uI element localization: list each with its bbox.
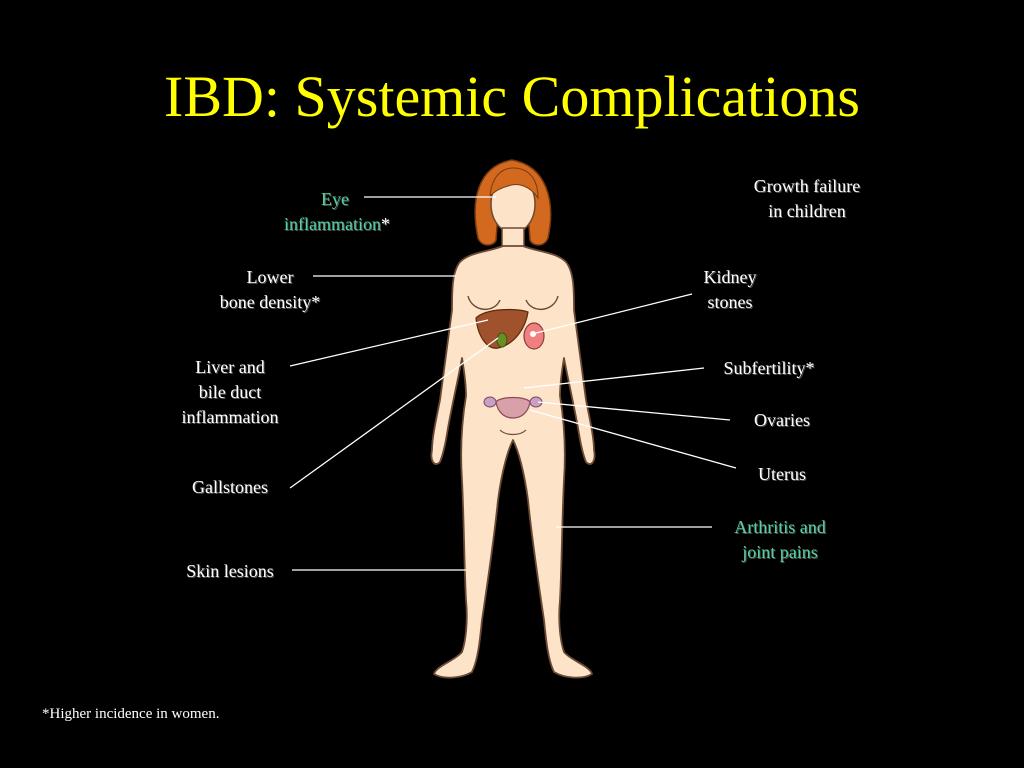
label-eye-inflammation: Eye inflammation* bbox=[262, 187, 412, 237]
label-bone-line1: Lower bbox=[246, 267, 294, 287]
label-arthritis-line2: joint pains bbox=[742, 542, 818, 562]
label-eye-line1: Eye bbox=[321, 189, 349, 209]
leader-liver bbox=[289, 319, 489, 367]
leader-gallstones bbox=[289, 337, 499, 489]
ovary-left bbox=[483, 396, 497, 408]
label-ovaries: Ovaries bbox=[732, 408, 832, 433]
label-liver-line2: bile duct bbox=[198, 382, 262, 402]
slide-title: IBD: Systemic Complications bbox=[164, 64, 860, 129]
footnote: *Higher incidence in women. bbox=[42, 706, 220, 722]
label-ovaries-line1: Ovaries bbox=[754, 410, 810, 430]
label-lower-bone-density: Lower bone density* bbox=[195, 265, 345, 315]
leader-lines bbox=[289, 196, 737, 571]
label-eye-asterisk: * bbox=[380, 214, 390, 234]
label-bone-line2: bone density* bbox=[219, 292, 321, 312]
leader-ovaries bbox=[537, 401, 731, 421]
label-skin-line1: Skin lesions bbox=[186, 561, 274, 581]
label-subfertility-line1: Subfertility* bbox=[723, 358, 815, 378]
leader-kidney bbox=[531, 293, 693, 335]
leader-uterus bbox=[529, 409, 737, 469]
hair-fringe bbox=[489, 167, 539, 200]
label-growth-line1: Growth failure bbox=[753, 176, 861, 196]
leader-subfertility bbox=[523, 367, 705, 389]
label-subfertility: Subfertility* bbox=[704, 356, 834, 381]
uterus bbox=[495, 396, 531, 419]
label-gallstones-line1: Gallstones bbox=[192, 477, 268, 497]
label-eye-line2: inflammation bbox=[284, 214, 381, 234]
label-arthritis-line1: Arthritis and bbox=[734, 517, 826, 537]
liver bbox=[475, 308, 529, 349]
body-silhouette bbox=[430, 245, 596, 679]
label-liver-line1: Liver and bbox=[195, 357, 265, 377]
label-growth-failure: Growth failure in children bbox=[727, 174, 887, 224]
gallbladder bbox=[496, 332, 508, 348]
breast-right bbox=[525, 295, 559, 310]
label-liver-bile-duct: Liver and bile duct inflammation bbox=[160, 355, 300, 430]
label-arthritis-joint-pains: Arthritis and joint pains bbox=[712, 515, 848, 565]
label-skin-lesions: Skin lesions bbox=[168, 559, 292, 584]
label-growth-line2: in children bbox=[768, 201, 846, 221]
label-uterus: Uterus bbox=[738, 462, 826, 487]
label-uterus-line1: Uterus bbox=[758, 464, 806, 484]
label-kidney-line2: stones bbox=[707, 292, 753, 312]
label-kidney-line1: Kidney bbox=[703, 267, 757, 287]
label-gallstones: Gallstones bbox=[170, 475, 290, 500]
label-liver-line3: inflammation bbox=[181, 407, 279, 427]
pelvis-line bbox=[499, 429, 527, 436]
breast-left bbox=[467, 295, 501, 310]
label-kidney-stones: Kidney stones bbox=[680, 265, 780, 315]
